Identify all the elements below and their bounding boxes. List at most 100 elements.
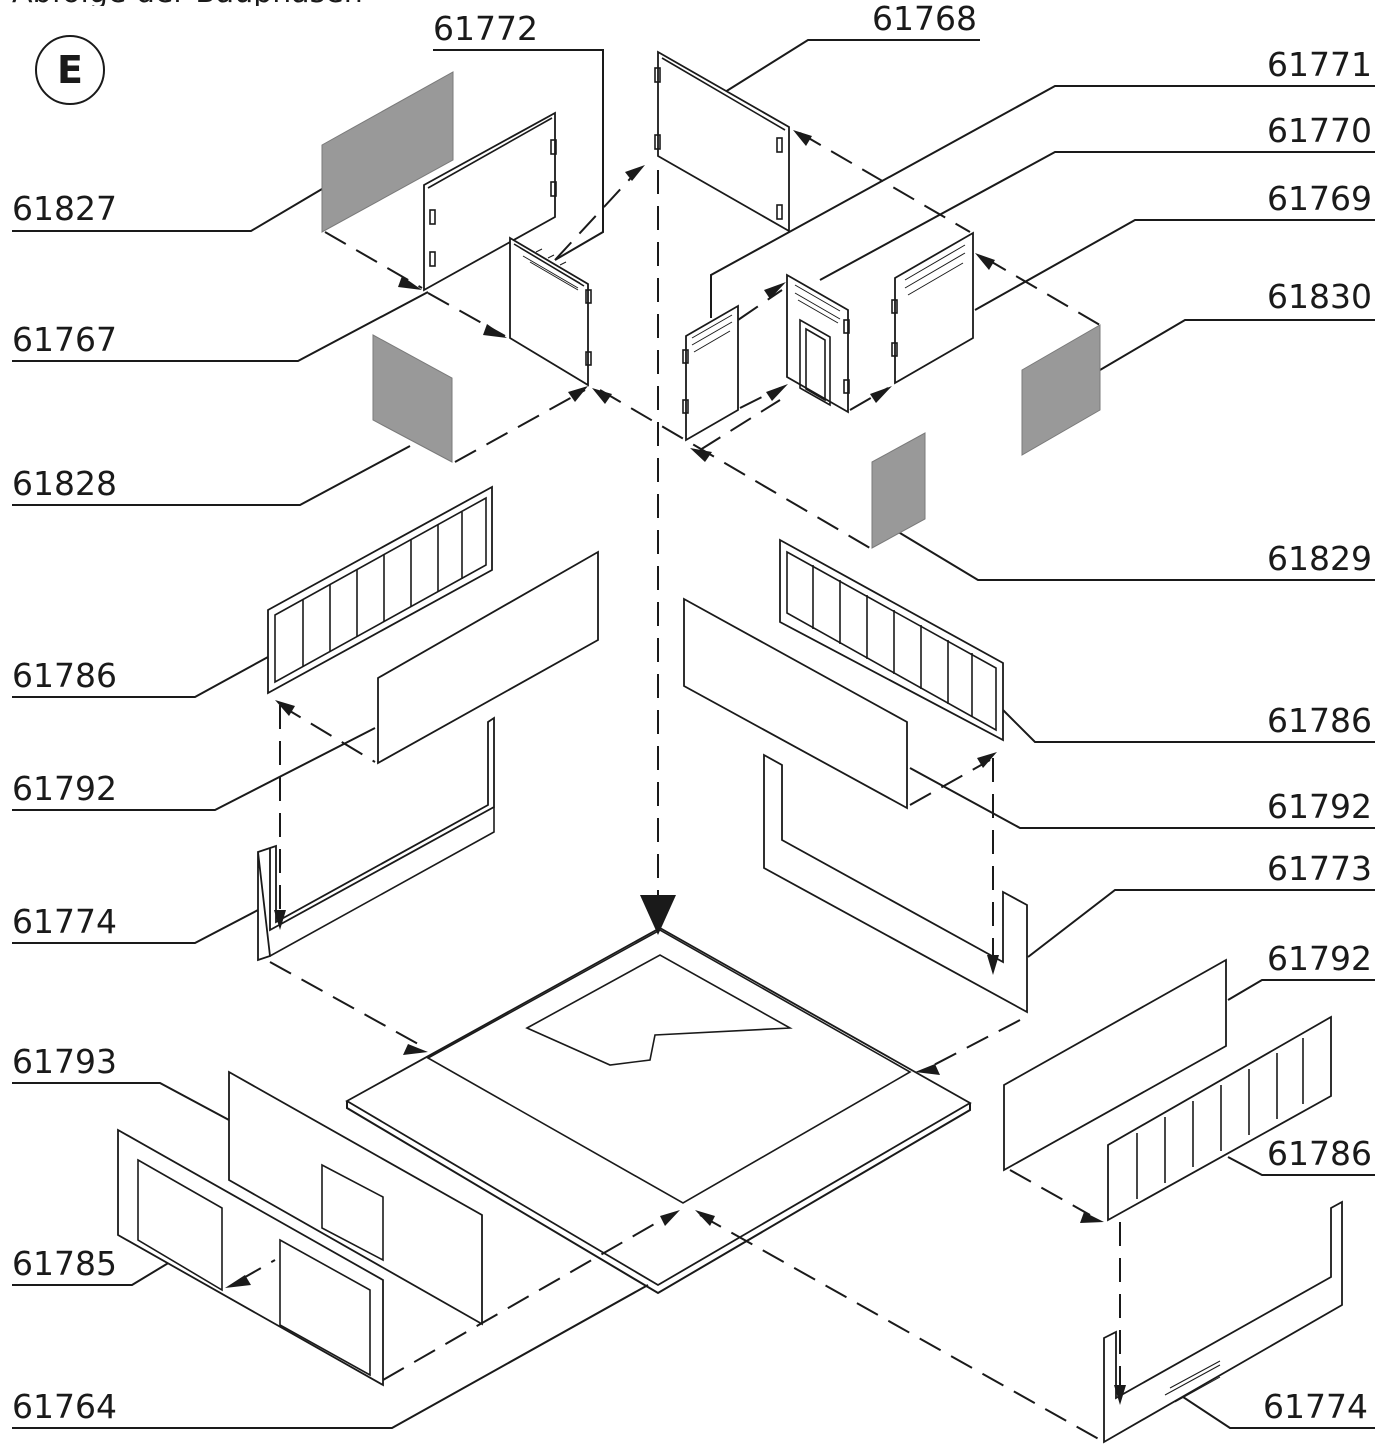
leader-61785 [12,1261,171,1286]
wall-61770-face [786,273,849,414]
wall-61767-edge [427,117,553,189]
arrowhead [1080,1212,1104,1223]
window-strip-61786-lower [1107,1015,1332,1222]
wall-61769-tab [891,299,898,314]
wall-61767 [423,111,557,292]
arrowhead [987,955,999,975]
wall-61770-tab [843,319,850,334]
wall-61771-tab [682,349,689,364]
wall-61770 [786,273,850,414]
board-61792-lower [1003,958,1227,1172]
guide-line [737,289,783,321]
wall-61769-tab [891,342,898,357]
wall-61770-tab [843,379,850,394]
arrowhead [793,130,812,146]
label-61770: 61770 [1267,111,1372,150]
arrowhead [975,253,995,270]
arrowhead [690,448,712,462]
u-frame-lower [1103,1200,1343,1444]
wall-61772-tab [585,351,592,366]
arrowhead [483,324,507,338]
guide-line [279,704,376,763]
label-61774-left: 61774 [12,902,117,941]
label-61793: 61793 [12,1042,117,1081]
wall-61767-face [423,111,556,292]
leader-61792-third [1227,979,1375,1001]
label-61773: 61773 [1267,849,1372,888]
label-61829: 61829 [1267,539,1372,578]
leader-61769 [974,219,1375,311]
label-61772: 61772 [433,9,538,48]
guide-line [699,1214,1105,1443]
guide-line [699,399,781,451]
guide-line [554,167,641,261]
base-plate-edge [346,1101,971,1295]
arrowhead-large [640,895,676,935]
window-strip-frame [267,485,493,695]
wall-61767-tab [550,181,557,197]
u-frame-left-base [269,807,495,957]
base-plate-rail [426,929,912,1204]
arrowhead [1114,1385,1126,1405]
arrowhead [766,384,788,401]
window-mullions [302,512,463,667]
wall-61768-face [657,50,790,233]
wall-61768-edge [661,57,786,131]
frame-61773-right [763,753,1028,1014]
base-plate-61764 [345,926,972,1295]
arrowhead [870,386,892,403]
wall-61768-tab [776,137,783,153]
door-frame [799,318,831,407]
part-number-labels: 61772 61768 61771 61770 61769 61830 6182… [12,0,1372,1426]
brick-texture [519,247,581,291]
leader-61829 [894,529,1375,581]
leader-61786-left [12,656,269,698]
leader-61767 [12,291,429,362]
wall-61772 [509,236,592,387]
window-mullions [812,565,973,717]
gray-panel-61830 [1021,324,1101,456]
arrowheads [225,130,1126,1405]
label-61786-right: 61786 [1267,701,1372,740]
leader-61792-left [12,727,376,811]
wall-61769-face [894,231,974,385]
leader-lines [12,39,1375,1429]
brick-texture [691,314,733,353]
shop-front-window [137,1158,223,1292]
leader-61774-left [12,909,259,944]
label-61786-lower: 61786 [1267,1134,1372,1173]
label-61768: 61768 [872,0,977,38]
header-fragment: Abfolge der Bauphasen [12,0,363,6]
window-mullions [1136,1038,1304,1199]
wall-61768-tab [654,134,661,150]
guide-line [599,389,871,549]
wall-61771-tab [682,399,689,414]
brick-texture [1164,1360,1221,1403]
wall-61772-face [509,236,589,387]
shop-front-frame [117,1128,384,1387]
brick-texture [904,244,966,296]
guide-line [984,257,1101,326]
leader-61830 [1099,319,1375,371]
wall-61768-tab [776,204,783,220]
arrowhead [403,1044,428,1055]
leader-61773 [1027,889,1375,958]
leader-61770 [819,151,1375,281]
arrowhead [274,910,286,930]
leader-61772 [433,49,604,261]
guide-line [454,389,586,463]
step-badge: E [35,35,105,105]
u-frame-right [763,753,1028,1014]
label-61830: 61830 [1267,277,1372,316]
wall-61769 [891,231,974,385]
guide-line [269,961,421,1046]
guide-line [382,1214,671,1381]
label-61764: 61764 [12,1387,117,1426]
guide-line [799,132,971,233]
arrowhead [764,282,786,299]
label-61792-left: 61792 [12,769,117,808]
arrowhead [915,1064,940,1075]
label-61792-right: 61792 [1267,787,1372,826]
wall-61771 [682,304,739,442]
